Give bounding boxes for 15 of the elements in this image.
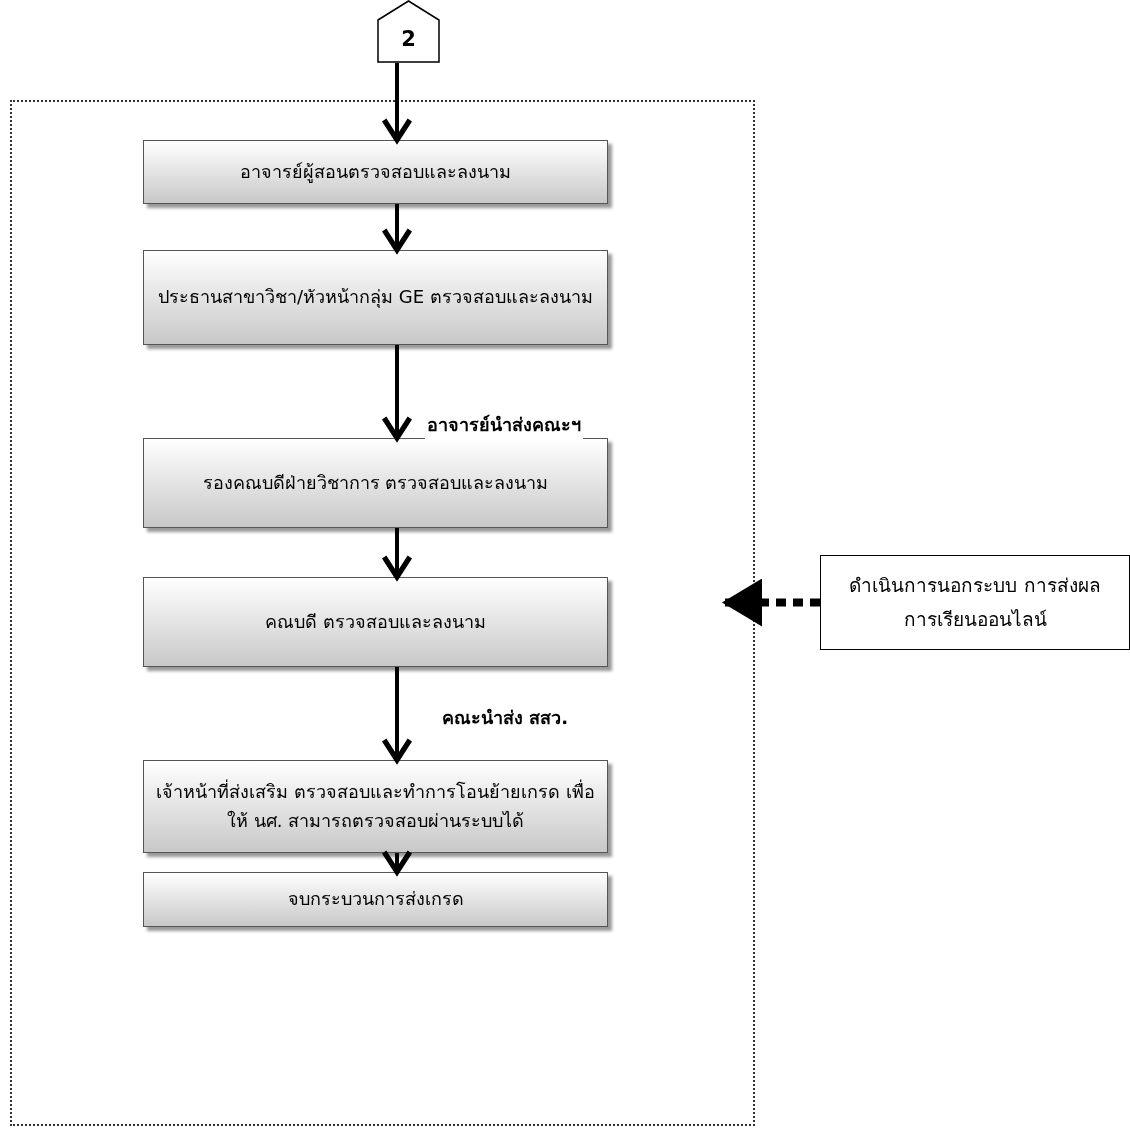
arrow (381, 63, 413, 143)
note-box: ดำเนินการนอกระบบ การส่งผลการเรียนออนไลน์ (820, 555, 1130, 650)
dotted-frame (10, 100, 755, 1126)
process-box: เจ้าหน้าที่ส่งเสริม ตรวจสอบและทำการโอนย้ายเกรด เพื่อให้ นศ. สามารถตรวจสอบผ่านระบบได้ (143, 760, 608, 853)
off-page-connector: 2 (377, 0, 440, 63)
arrow (381, 345, 413, 441)
process-box: ประธานสาขาวิชา/หัวหน้ากลุ่ม GE ตรวจสอบและลงนาม (143, 250, 608, 345)
process-box: อาจารย์ผู้สอนตรวจสอบและลงนาม (143, 140, 608, 204)
process-box: รองคณบดีฝ่ายวิชาการ ตรวจสอบและลงนาม (143, 438, 608, 528)
arrow (381, 849, 413, 875)
arrow (381, 204, 413, 253)
process-box: คณบดี ตรวจสอบและลงนาม (143, 577, 608, 667)
process-box: จบกระบวนการส่งเกรด (143, 872, 608, 927)
arrow (381, 667, 413, 763)
arrow (381, 528, 413, 580)
